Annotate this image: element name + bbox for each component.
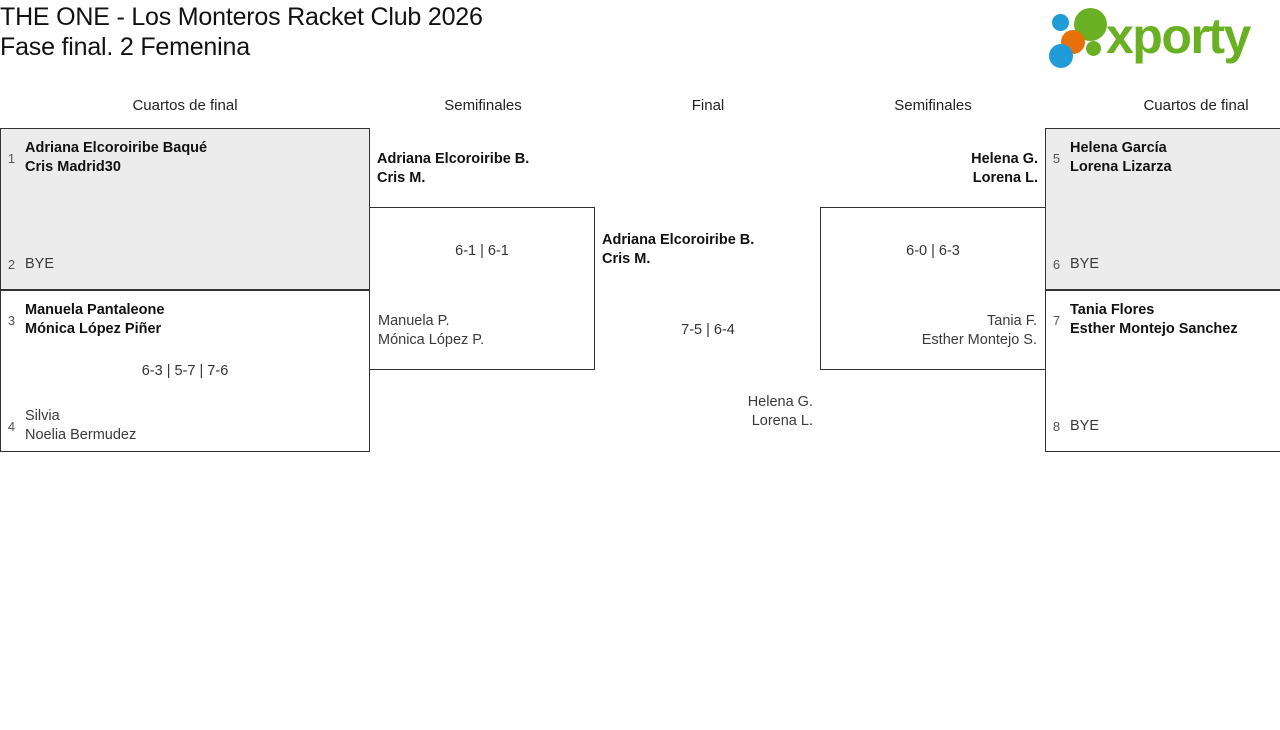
match-box-sf-right[interactable]: 6-0 | 6-3 Tania F. Esther Montejo S. bbox=[820, 207, 1046, 370]
match-score-sf-right: 6-0 | 6-3 bbox=[906, 243, 960, 259]
match-box-qf-left-1[interactable]: 1 Adriana Elcoroiribe Baqué Cris Madrid3… bbox=[0, 128, 370, 290]
logo-dot-blue-small bbox=[1052, 14, 1069, 31]
round-header-qf-right: Cuartos de final bbox=[1143, 97, 1249, 114]
player-name-line1: Adriana Elcoroiribe B. bbox=[602, 232, 755, 248]
match-score-final: 7-5 | 6-4 bbox=[681, 322, 735, 338]
player-name-line2: Esther Montejo Sanchez bbox=[1070, 321, 1238, 337]
player-name-line2: Cris Madrid30 bbox=[25, 159, 121, 175]
sf-right-winner-names: Helena G. Lorena L. bbox=[820, 150, 1038, 188]
sf-right-loser-names: Tania F. Esther Montejo S. bbox=[821, 312, 1037, 350]
match-score-sf-left: 6-1 | 6-1 bbox=[455, 243, 509, 259]
match-box-qf-left-2[interactable]: 3 Manuela Pantaleone Mónica López Piñer … bbox=[0, 290, 370, 452]
seed-number: 4 bbox=[7, 418, 16, 434]
match-box-sf-left[interactable]: 6-1 | 6-1 Manuela P. Mónica López P. bbox=[369, 207, 595, 370]
player-name-line1: Silvia bbox=[25, 408, 60, 424]
logo-dot-green-small bbox=[1086, 41, 1101, 56]
seed-number: 2 bbox=[7, 257, 16, 272]
player-name-line2: Lorena Lizarza bbox=[1070, 159, 1172, 175]
final-runnerup-names: Helena G. Lorena L. bbox=[615, 393, 813, 431]
player-name-line2: Mónica López Piñer bbox=[25, 321, 162, 337]
player-name-line2: Lorena L. bbox=[751, 413, 813, 429]
tournament-title: THE ONE - Los Monteros Racket Club 2026 bbox=[0, 3, 483, 31]
sf-left-loser-names: Manuela P. Mónica López P. bbox=[378, 312, 484, 350]
player-name-line1: Manuela Pantaleone bbox=[25, 302, 165, 318]
round-header-qf-left: Cuartos de final bbox=[132, 97, 238, 114]
player-slot-seed-6[interactable]: 6 BYE bbox=[1052, 255, 1099, 274]
player-name-line1: Adriana Elcoroiribe B. bbox=[377, 151, 530, 167]
player-name-line1: Helena G. bbox=[747, 394, 813, 410]
player-slot-seed-8[interactable]: 8 BYE bbox=[1052, 417, 1099, 436]
player-name-line2: Noelia Bermudez bbox=[25, 427, 137, 443]
match-box-qf-right-1[interactable]: 5 Helena García Lorena Lizarza 6 BYE bbox=[1045, 128, 1280, 290]
seed-number: 6 bbox=[1052, 257, 1061, 272]
player-name-line2: Esther Montejo S. bbox=[921, 332, 1037, 348]
logo-dot-blue-large bbox=[1049, 44, 1073, 68]
player-slot-seed-5[interactable]: 5 Helena García Lorena Lizarza bbox=[1052, 139, 1172, 177]
match-box-qf-right-2[interactable]: 7 Tania Flores Esther Montejo Sanchez 8 … bbox=[1045, 290, 1280, 452]
seed-number: 7 bbox=[1052, 312, 1061, 328]
seed-number: 1 bbox=[7, 150, 16, 166]
player-name-line1: BYE bbox=[1070, 256, 1100, 272]
player-name-line1: Tania F. bbox=[987, 313, 1037, 329]
sf-left-winner-names: Adriana Elcoroiribe B. Cris M. bbox=[377, 150, 529, 188]
player-names: BYE bbox=[1070, 417, 1099, 436]
seed-number: 8 bbox=[1052, 419, 1061, 434]
player-slot-seed-2[interactable]: 2 BYE bbox=[7, 255, 54, 274]
player-name-line2: Cris M. bbox=[377, 170, 426, 186]
player-slot-seed-7[interactable]: 7 Tania Flores Esther Montejo Sanchez bbox=[1052, 301, 1238, 339]
seed-number: 5 bbox=[1052, 150, 1061, 166]
player-names: BYE bbox=[25, 255, 54, 274]
xporty-logo[interactable]: xporty bbox=[1048, 6, 1278, 68]
match-score-qf-left-2: 6-3 | 5-7 | 7-6 bbox=[141, 363, 229, 379]
player-names: Adriana Elcoroiribe Baqué Cris Madrid30 bbox=[25, 139, 207, 177]
tournament-subtitle: Fase final. 2 Femenina bbox=[0, 33, 250, 61]
logo-wordmark: xporty bbox=[1106, 8, 1251, 64]
player-name-line1: BYE bbox=[1070, 418, 1100, 434]
player-name-line1: Adriana Elcoroiribe Baqué bbox=[25, 140, 208, 156]
seed-number: 3 bbox=[7, 312, 16, 328]
player-name-line2: Lorena L. bbox=[972, 170, 1038, 186]
player-names: Tania Flores Esther Montejo Sanchez bbox=[1070, 301, 1238, 339]
player-name-line1: Manuela P. bbox=[378, 313, 450, 329]
player-names: Silvia Noelia Bermudez bbox=[25, 407, 136, 445]
player-slot-seed-4[interactable]: 4 Silvia Noelia Bermudez bbox=[7, 407, 136, 445]
player-name-line1: BYE bbox=[25, 256, 55, 272]
logo-dots-icon bbox=[1048, 8, 1110, 68]
player-name-line1: Helena García bbox=[1070, 140, 1167, 156]
player-slot-seed-1[interactable]: 1 Adriana Elcoroiribe Baqué Cris Madrid3… bbox=[7, 139, 207, 177]
player-names: BYE bbox=[1070, 255, 1099, 274]
round-header-sf-right: Semifinales bbox=[894, 97, 972, 114]
player-slot-seed-3[interactable]: 3 Manuela Pantaleone Mónica López Piñer bbox=[7, 301, 165, 339]
player-name-line1: Helena G. bbox=[971, 151, 1038, 167]
final-champion-names: Adriana Elcoroiribe B. Cris M. bbox=[602, 231, 754, 269]
player-names: Helena García Lorena Lizarza bbox=[1070, 139, 1172, 177]
player-name-line2: Cris M. bbox=[602, 251, 651, 267]
player-name-line1: Tania Flores bbox=[1070, 302, 1155, 318]
round-header-final: Final bbox=[691, 97, 725, 114]
page-title: THE ONE - Los Monteros Racket Club 2026 … bbox=[0, 2, 483, 62]
round-header-sf-left: Semifinales bbox=[444, 97, 522, 114]
player-name-line2: Mónica López P. bbox=[378, 332, 485, 348]
player-names: Manuela Pantaleone Mónica López Piñer bbox=[25, 301, 164, 339]
